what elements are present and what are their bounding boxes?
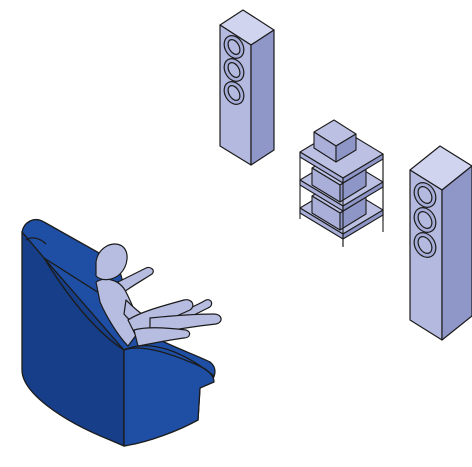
sofa-icon bbox=[21, 218, 216, 447]
seated-listener-icon bbox=[95, 243, 222, 347]
left-speaker-icon bbox=[219, 9, 275, 166]
right-speaker-drivers bbox=[413, 182, 437, 258]
audio-rack-icon bbox=[299, 119, 384, 247]
right-speaker-icon bbox=[409, 145, 472, 341]
left-speaker-drivers bbox=[223, 35, 245, 105]
rack-component-1 bbox=[313, 119, 357, 163]
